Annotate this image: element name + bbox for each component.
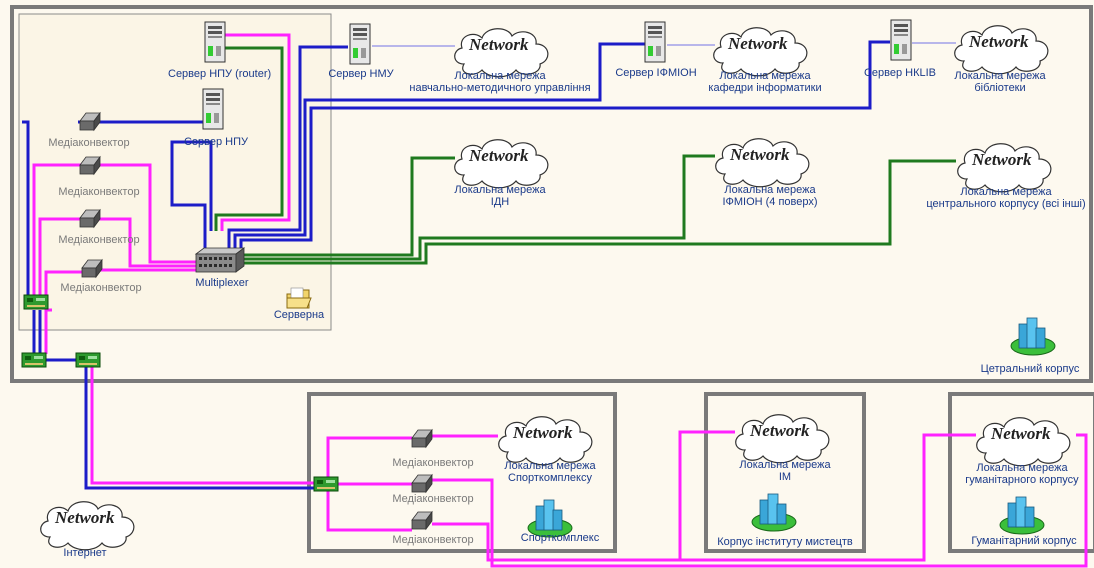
building-arts-icon[interactable] [751, 493, 797, 532]
building-central-label: Цетральний корпус [980, 363, 1080, 375]
cloud-ifmion4-text: Network [730, 145, 790, 164]
server-npu-router-icon[interactable] [204, 21, 226, 63]
media-converter-7-label: Медіаконвектор [392, 534, 474, 546]
folder-icon[interactable] [286, 287, 312, 309]
cloud-internet-text: Network [55, 508, 115, 527]
cloud-library-text: Network [969, 32, 1029, 51]
media-converter-7-icon[interactable] [411, 511, 433, 530]
server-nklib-label: Сервер НКLІВ [863, 67, 937, 79]
central-campus-frame [10, 5, 1093, 383]
server-nklib-icon[interactable] [890, 19, 912, 61]
network-board-3-icon[interactable] [75, 352, 101, 368]
media-converter-5-label: Медіаконвектор [392, 457, 474, 469]
building-central-icon[interactable] [1010, 317, 1056, 356]
cloud-im-text: Network [750, 421, 810, 440]
server-npu-router-label: Сервер НПУ (router) [168, 68, 272, 80]
green-links [214, 46, 956, 265]
cloud-nmu-text: Network [469, 35, 529, 54]
cloud-idn-text: Network [469, 146, 529, 165]
network-board-4-icon[interactable] [313, 476, 339, 492]
server-nmu-label: Сервер НМУ [328, 68, 394, 80]
cloud-humanitarian-text: Network [991, 424, 1051, 443]
multiplexer-icon[interactable] [194, 247, 246, 273]
server-npu-icon[interactable] [202, 88, 224, 130]
media-converter-2-label: Медіаконвектор [58, 186, 140, 198]
server-ifmion-label: Сервер ІФМІОН [615, 67, 697, 79]
media-converter-6-icon[interactable] [411, 474, 433, 493]
thin-links [372, 42, 956, 47]
server-ifmion-icon[interactable] [644, 21, 666, 63]
building-humanitarian-label: Гуманітарний корпус [971, 535, 1077, 547]
media-converter-1-label: Медіаконвектор [48, 137, 130, 149]
building-arts-label: Корпус інституту мистецтв [717, 536, 853, 548]
server-nmu-icon[interactable] [349, 23, 371, 65]
magenta-links [32, 33, 1088, 568]
multiplexer-label: Multiplexer [195, 277, 249, 289]
cloud-sport-text: Network [513, 423, 573, 442]
building-sport-label: Спорткомплекс [520, 532, 600, 544]
magenta-links-extra [680, 433, 976, 562]
media-converter-5-icon[interactable] [411, 429, 433, 448]
server-room-frame [18, 13, 332, 331]
sport-complex-frame [307, 392, 617, 553]
media-converter-4-label: Медіаконвектор [60, 282, 142, 294]
server-room-label: Серверна [273, 309, 325, 321]
network-board-2-icon[interactable] [21, 352, 47, 368]
media-converter-6-label: Медіаконвектор [392, 493, 474, 505]
network-internet-label: Інтернет [63, 547, 107, 559]
server-npu-label: Сервер НПУ [183, 136, 249, 148]
blue-links [22, 40, 890, 490]
building-humanitarian-icon[interactable] [999, 496, 1045, 535]
arts-institute-frame [704, 392, 866, 553]
media-converter-3-label: Медіаконвектор [58, 234, 140, 246]
cloud-central-text: Network [972, 150, 1032, 169]
cloud-informatics-text: Network [728, 34, 788, 53]
humanitarian-frame [948, 392, 1094, 553]
network-board-1-icon[interactable] [23, 294, 49, 310]
